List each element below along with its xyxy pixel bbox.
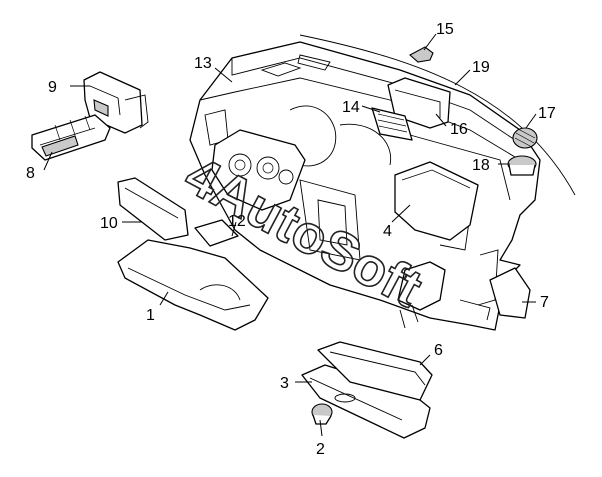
- tweeter-speaker: [512, 127, 538, 149]
- radio-control-panel: [31, 114, 111, 161]
- callout-16: 16: [450, 121, 468, 138]
- callout-1: 1: [146, 307, 155, 324]
- lower-knee-panel: [117, 177, 189, 241]
- callout-12: 12: [228, 213, 246, 230]
- callout-4: 4: [383, 223, 392, 240]
- lower-trim-panel: [117, 239, 269, 331]
- callout-3: 3: [280, 375, 289, 392]
- callout-13: 13: [194, 55, 212, 72]
- callout-19: 19: [472, 59, 490, 76]
- trim-strip: [194, 219, 239, 247]
- leader-lines: [43, 33, 537, 437]
- callout-9: 9: [48, 79, 57, 96]
- callout-17: 17: [538, 105, 556, 122]
- callout-18: 18: [472, 157, 490, 174]
- center-console-bracket: [397, 261, 446, 329]
- dashboard-panel: [189, 41, 541, 331]
- instrument-cluster: [211, 129, 306, 211]
- callout-15: 15: [436, 21, 454, 38]
- dash-side-end-cap: [489, 267, 531, 319]
- speaker-cup: [507, 155, 537, 176]
- windshield-trim-strip: [299, 34, 576, 196]
- passenger-airbag-cover: [394, 161, 479, 241]
- glove-box-bin: [317, 341, 433, 401]
- callout-6: 6: [434, 342, 443, 359]
- callout-7: 7: [540, 294, 549, 311]
- speaker-grille-small: [409, 46, 434, 63]
- vent-insert: [371, 107, 413, 141]
- glove-box-knob: [311, 403, 333, 425]
- callout-14: 14: [342, 99, 360, 116]
- callout-labels: 1 2 3 4 6 7 8 9 10 12 13 14 15 16 17 18 …: [26, 21, 556, 458]
- callout-10: 10: [100, 215, 118, 232]
- callout-2: 2: [316, 441, 325, 458]
- callout-8: 8: [26, 165, 35, 182]
